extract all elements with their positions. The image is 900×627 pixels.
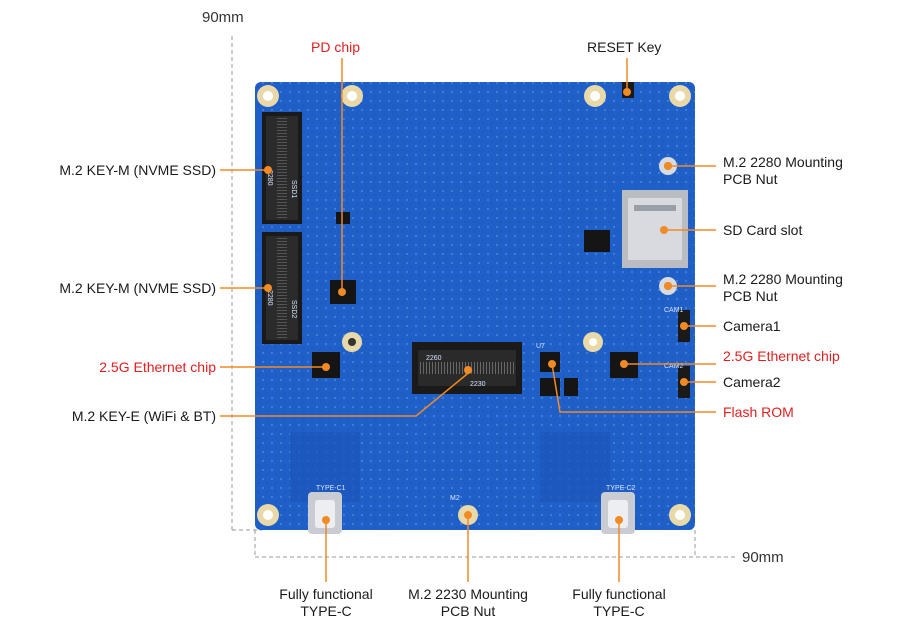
- label-2230-nut-line2: PCB Nut: [440, 603, 496, 619]
- label-typec-right-line1: Fully functional: [572, 586, 666, 602]
- label-m2-keye: M.2 KEY-E (WiFi & BT): [71, 408, 216, 424]
- sd-card-slot: [622, 190, 688, 268]
- label-2230-nut-line1: M.2 2230 Mounting: [408, 586, 528, 602]
- label-m2-keym-1: M.2 KEY-M (NVME SSD): [59, 162, 216, 178]
- label-2280-nut-top-line2: PCB Nut: [723, 171, 778, 187]
- label-camera2: Camera2: [723, 374, 781, 390]
- label-ethernet-chip-left: 2.5G Ethernet chip: [99, 359, 216, 375]
- label-ethernet-chip-right: 2.5G Ethernet chip: [723, 348, 840, 364]
- silk-m2: M2: [450, 495, 460, 502]
- silk-2260: 2260: [426, 355, 442, 362]
- corner-mounting-holes: [257, 85, 691, 526]
- label-typec-left-line1: Fully functional: [279, 586, 373, 602]
- silk-2230: 2230: [470, 381, 486, 388]
- label-typec-right-line2: TYPE-C: [593, 603, 645, 619]
- m2-keym-slot-2: [262, 232, 302, 344]
- label-flash-rom: Flash ROM: [723, 404, 794, 420]
- label-2280-nut-mid-line1: M.2 2280 Mounting: [723, 271, 843, 287]
- label-pd-chip: PD chip: [311, 39, 361, 55]
- label-reset-key: RESET Key: [587, 39, 662, 55]
- silk-cam2: CAM2: [664, 363, 684, 370]
- type-c-port-left: [308, 492, 342, 534]
- silk-u7: U7: [536, 343, 545, 350]
- silk-typec2: TYPE-C2: [606, 485, 636, 492]
- label-2280-nut-mid-line2: PCB Nut: [723, 288, 778, 304]
- width-dimension-label: 90mm: [742, 549, 784, 566]
- type-c-port-right: [601, 492, 635, 534]
- silk-typec1: TYPE-C1: [316, 485, 346, 492]
- label-sd-card-slot: SD Card slot: [723, 222, 803, 238]
- label-m2-keym-2: M.2 KEY-M (NVME SSD): [59, 280, 216, 296]
- silk-ssd2: SSD2: [290, 300, 297, 318]
- label-2280-nut-top-line1: M.2 2280 Mounting: [723, 154, 843, 170]
- height-dimension-label: 90mm: [202, 9, 244, 26]
- silk-2280b: 2280: [266, 290, 273, 306]
- silk-cam1: CAM1: [664, 307, 684, 314]
- label-camera1: Camera1: [723, 318, 781, 334]
- label-typec-left-line2: TYPE-C: [300, 603, 352, 619]
- silk-ssd1: SSD1: [290, 180, 297, 198]
- silk-2280a: 2280: [266, 170, 273, 186]
